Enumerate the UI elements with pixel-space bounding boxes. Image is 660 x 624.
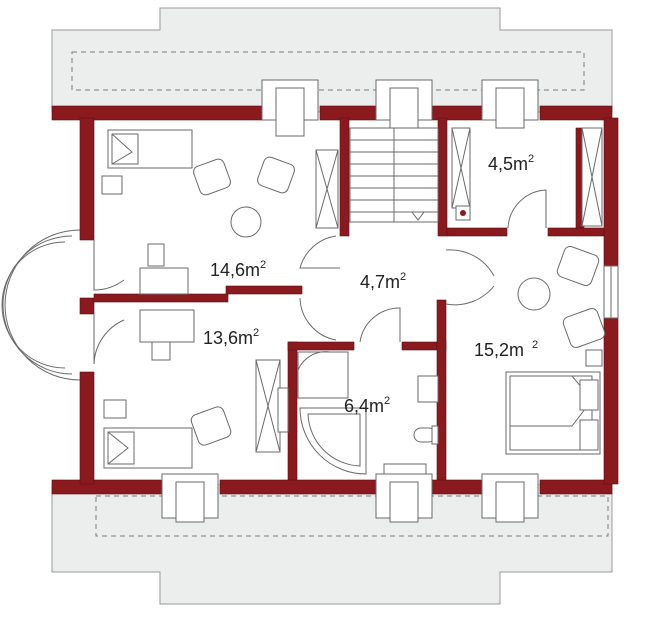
room-area-label: 4,5m2 — [488, 153, 534, 174]
doors — [93, 189, 547, 365]
furniture-left-bottom — [103, 309, 289, 469]
dormer-windows — [161, 79, 539, 523]
furniture-right — [505, 245, 619, 455]
storage-shelves — [451, 127, 603, 227]
room-area-label: 13,6m2 — [203, 327, 259, 348]
bay-window — [1, 229, 81, 381]
room-area-label: 14,6m2 — [210, 259, 266, 280]
staircase — [349, 127, 439, 223]
bathroom-fixtures — [297, 351, 439, 475]
exterior-walls — [51, 105, 619, 495]
furniture-left-top — [101, 129, 339, 295]
room-area-label: 4,7m2 — [360, 271, 406, 292]
room-area-label: 6,4m2 — [344, 395, 390, 416]
